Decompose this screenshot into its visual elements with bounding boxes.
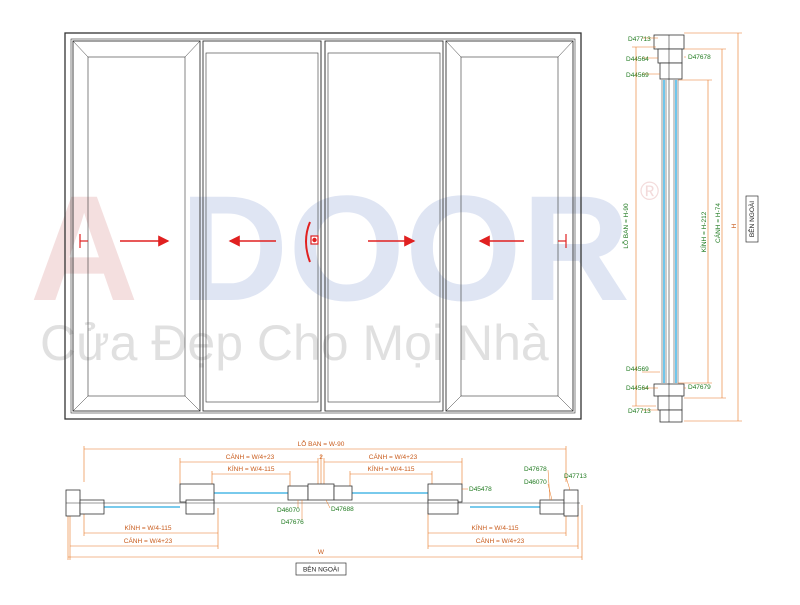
outside-label-side: BÊN NGOÀI xyxy=(747,201,756,237)
dim-canh-lower-right: CÁNH = W/4+23 xyxy=(476,536,525,545)
dim-canh-upper-right: CÁNH = W/4+23 xyxy=(369,452,418,461)
dim-kinh-upper-right: KÍNH = W/4-115 xyxy=(367,464,414,473)
code-d44569-top: D44569 xyxy=(626,72,649,79)
dim-gap: 2 xyxy=(319,454,323,461)
outside-label-plan: BÊN NGOÀI xyxy=(303,565,339,574)
outside-label-box-plan xyxy=(295,562,347,576)
front-elevation xyxy=(64,32,582,420)
code-d44564-bottom: D44564 xyxy=(626,385,649,392)
side-section: D47713 D44564 D44569 D47678 D44569 D4456… xyxy=(621,32,759,423)
code-d47679-side: D47679 xyxy=(688,384,711,391)
inner-frame xyxy=(70,38,576,414)
dim-kinh-h: KÍNH = H-212 xyxy=(699,211,708,252)
code-d46070-center: D46070 xyxy=(277,507,300,514)
plan-section: LỖ BAN = W-90 CÁNH = W/4+23 KÍNH = W/4-1… xyxy=(65,439,587,576)
code-d46070-right: D46070 xyxy=(524,479,547,486)
dim-lo-ban-h: LỖ BAN = H-90 xyxy=(621,203,630,249)
dim-canh-h: CÁNH = H-74 xyxy=(713,203,722,243)
code-d45478: D45478 xyxy=(469,486,492,493)
watermark: A DOOR ® Cửa Đẹp Cho Mọi Nhà xyxy=(30,164,659,371)
code-d47678-plan: D47678 xyxy=(524,466,547,473)
dim-canh-lower-left: CÁNH = W/4+23 xyxy=(124,536,173,545)
outside-label-box-side xyxy=(745,195,759,243)
panel-4 xyxy=(445,40,574,412)
code-d44564-top: D44564 xyxy=(626,56,649,63)
handle-left-icon xyxy=(79,234,88,248)
code-d47688: D47688 xyxy=(331,506,354,513)
watermark-brand-a: A xyxy=(30,164,138,332)
watermark-brand-door: DOOR xyxy=(180,164,630,332)
panel-1 xyxy=(72,40,201,412)
code-d47713-top: D47713 xyxy=(628,36,651,43)
code-d47676: D47676 xyxy=(281,519,304,526)
handle-center-icon xyxy=(305,221,319,263)
watermark-registered: ® xyxy=(640,176,659,206)
dim-w: W xyxy=(318,549,325,556)
code-d47713-plan: D47713 xyxy=(564,473,587,480)
dim-canh-upper-left: CÁNH = W/4+23 xyxy=(226,452,275,461)
handle-right-icon xyxy=(558,234,567,248)
code-d47678-side: D47678 xyxy=(688,54,711,61)
dim-h: H xyxy=(731,223,738,228)
dim-kinh-lower-right: KÍNH = W/4-115 xyxy=(471,523,518,532)
code-d44569-bottom: D44569 xyxy=(626,366,649,373)
dim-kinh-upper-left: KÍNH = W/4-115 xyxy=(227,464,274,473)
dim-kinh-lower-left: KÍNH = W/4-115 xyxy=(124,523,171,532)
dim-lo-ban-w: LỖ BAN = W-90 xyxy=(298,439,345,448)
code-d47713-bottom: D47713 xyxy=(628,408,651,415)
handles xyxy=(79,221,567,263)
outer-frame xyxy=(64,32,582,420)
watermark-tagline: Cửa Đẹp Cho Mọi Nhà xyxy=(40,315,549,371)
